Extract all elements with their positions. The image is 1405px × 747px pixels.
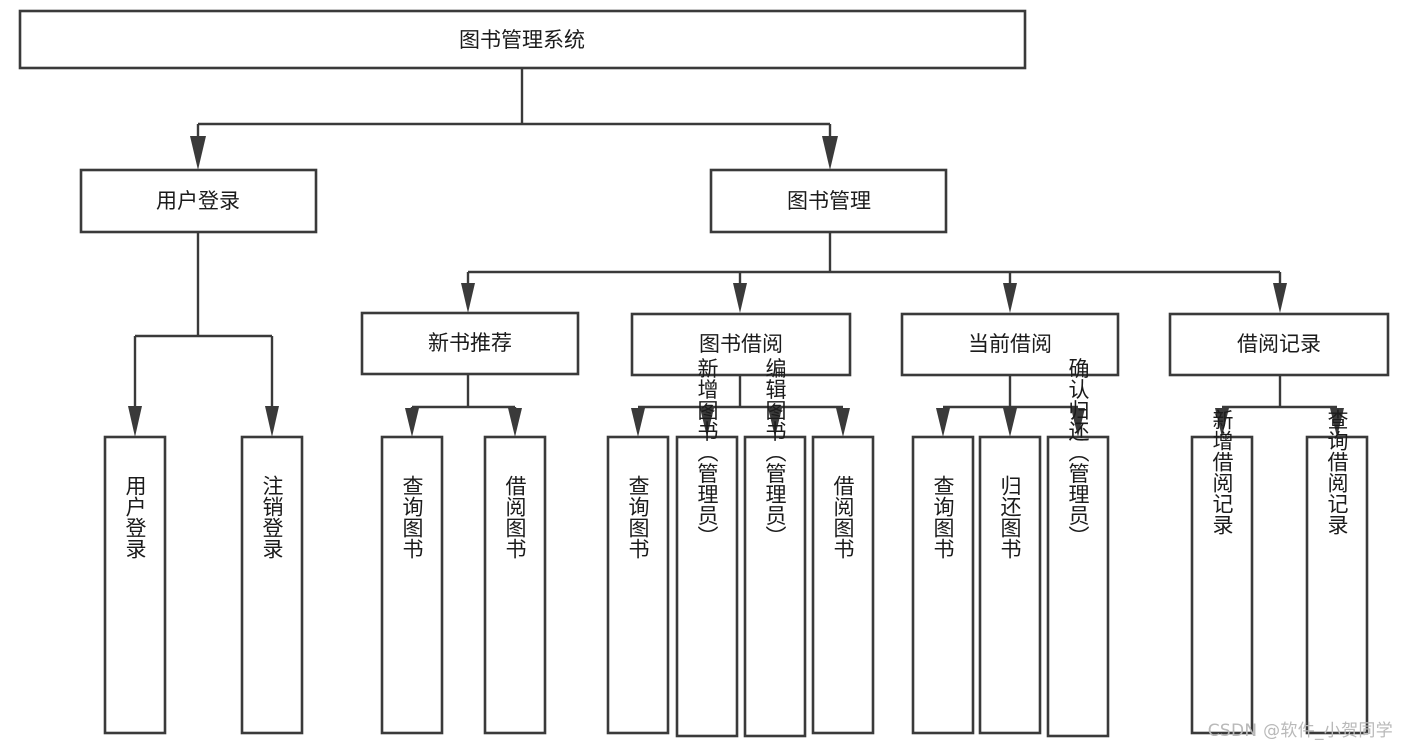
node-borrow-record-label: 借阅记录: [1237, 332, 1321, 356]
node-leaf-borrow-book-1-label: 借阅图书: [503, 475, 527, 559]
connector-group-new-book-recommend: [405, 374, 522, 437]
node-user-login[interactable]: 用户登录: [79, 168, 318, 234]
node-root-box[interactable]: [18, 9, 1027, 70]
node-book-borrow-label: 图书借阅: [699, 332, 783, 356]
node-leaf-logout-login-box[interactable]: [240, 435, 304, 735]
arrow-bb-leaf-3: [768, 408, 782, 437]
node-leaf-logout-login-label: 注销登录: [260, 475, 284, 559]
arrow-cb-leaf-2: [1003, 408, 1017, 437]
node-new-book-recommend[interactable]: 新书推荐: [360, 311, 580, 376]
node-leaf-add-record-box[interactable]: [1190, 435, 1254, 735]
node-leaf-edit-book-label: 编辑图书（管理员）: [763, 358, 787, 547]
node-leaf-borrow-book-1[interactable]: 借阅图书: [483, 435, 547, 735]
node-root-label: 图书管理系统: [459, 28, 585, 52]
node-leaf-logout-login[interactable]: 注销登录: [240, 435, 304, 735]
node-leaf-return-book-label: 归还图书: [998, 475, 1022, 559]
node-leaf-borrow-book-2-label: 借阅图书: [831, 475, 855, 559]
connector-group-current-borrow: [936, 375, 1085, 437]
node-leaf-query-book-3[interactable]: 查询图书: [911, 435, 975, 735]
node-book-management-box[interactable]: [709, 168, 948, 234]
arrow-bm-to-current-borrow: [1003, 283, 1017, 313]
node-leaf-add-record[interactable]: 新增借阅记录: [1190, 409, 1254, 735]
node-leaf-confirm-return-box[interactable]: [1046, 435, 1110, 738]
node-leaf-user-login-label: 用户登录: [123, 475, 147, 559]
node-current-borrow-label: 当前借阅: [968, 332, 1052, 356]
node-book-borrow-box[interactable]: [630, 312, 852, 377]
node-leaf-edit-book-box[interactable]: [743, 435, 807, 738]
node-leaf-return-book-box[interactable]: [978, 435, 1042, 735]
arrow-ul-leaf-2: [265, 406, 279, 437]
node-book-borrow[interactable]: 图书借阅: [630, 312, 852, 377]
arrow-bm-to-borrow-record: [1273, 283, 1287, 313]
node-leaf-query-book-1[interactable]: 查询图书: [380, 435, 444, 735]
node-new-book-recommend-label: 新书推荐: [428, 331, 512, 355]
csdn-watermark: CSDN @软件_小贺同学: [1207, 721, 1393, 741]
connector-group-user-login: [128, 232, 279, 437]
node-new-book-recommend-box[interactable]: [360, 311, 580, 376]
node-leaf-query-record[interactable]: 查询借阅记录: [1305, 409, 1369, 735]
node-leaf-query-book-2[interactable]: 查询图书: [606, 435, 670, 735]
node-leaf-query-book-1-label: 查询图书: [400, 475, 424, 559]
arrow-root-to-book-management: [822, 136, 838, 170]
node-leaf-add-book-box[interactable]: [675, 435, 739, 738]
node-leaf-add-book-label: 新增图书（管理员）: [695, 358, 719, 547]
node-leaf-query-book-2-label: 查询图书: [626, 475, 650, 559]
node-root[interactable]: 图书管理系统: [18, 9, 1027, 70]
node-leaf-user-login[interactable]: 用户登录: [103, 435, 167, 735]
arrow-nbr-leaf-1: [405, 408, 419, 437]
node-user-login-box[interactable]: [79, 168, 318, 234]
arrow-root-to-user-login: [190, 136, 206, 170]
arrow-nbr-leaf-2: [508, 408, 522, 437]
node-leaf-query-book-2-box[interactable]: [606, 435, 670, 735]
node-leaf-query-book-1-box[interactable]: [380, 435, 444, 735]
arrow-bm-to-book-borrow: [733, 283, 747, 313]
node-leaf-query-book-3-box[interactable]: [911, 435, 975, 735]
arrow-cb-leaf-1: [936, 408, 950, 437]
node-leaf-query-book-3-label: 查询图书: [931, 475, 955, 559]
node-leaf-edit-book[interactable]: 编辑图书（管理员）: [743, 358, 807, 738]
node-current-borrow-box[interactable]: [900, 312, 1120, 377]
node-leaf-confirm-return[interactable]: 确认归还（管理员）: [1046, 358, 1110, 738]
node-borrow-record-box[interactable]: [1168, 312, 1390, 377]
arrow-bb-leaf-4: [836, 408, 850, 437]
arrow-cb-leaf-3: [1071, 408, 1085, 437]
arrow-bb-leaf-1: [631, 408, 645, 437]
node-leaf-user-login-box[interactable]: [103, 435, 167, 735]
node-leaf-return-book[interactable]: 归还图书: [978, 435, 1042, 735]
connector-group-root: [190, 68, 838, 170]
connector-group-book-borrow: [631, 375, 850, 437]
node-current-borrow[interactable]: 当前借阅: [900, 312, 1120, 377]
node-leaf-add-book[interactable]: 新增图书（管理员）: [675, 358, 739, 738]
connector-group-borrow-record: [1215, 375, 1344, 437]
node-leaf-query-record-label: 查询借阅记录: [1325, 409, 1349, 535]
arrow-br-leaf-1: [1215, 408, 1229, 437]
node-borrow-record[interactable]: 借阅记录: [1168, 312, 1390, 377]
arrow-bb-leaf-2: [700, 408, 714, 437]
node-leaf-borrow-book-2[interactable]: 借阅图书: [811, 435, 875, 735]
node-leaf-query-record-box[interactable]: [1305, 435, 1369, 735]
connector-group-book-management: [461, 232, 1287, 313]
node-book-management[interactable]: 图书管理: [709, 168, 948, 234]
node-leaf-borrow-book-1-box[interactable]: [483, 435, 547, 735]
node-leaf-add-record-label: 新增借阅记录: [1210, 409, 1234, 535]
arrow-ul-leaf-1: [128, 406, 142, 437]
node-book-management-label: 图书管理: [787, 189, 871, 213]
arrow-br-leaf-2: [1330, 408, 1344, 437]
node-leaf-confirm-return-label: 确认归还（管理员）: [1066, 358, 1090, 547]
node-user-login-label: 用户登录: [156, 189, 240, 213]
node-leaf-borrow-book-2-box[interactable]: [811, 435, 875, 735]
arrow-bm-to-new-book: [461, 283, 475, 313]
